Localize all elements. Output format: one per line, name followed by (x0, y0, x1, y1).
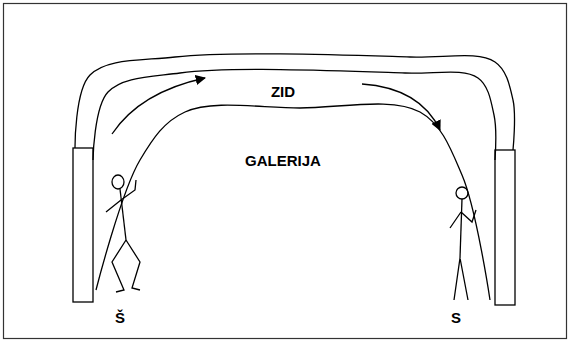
wall-label: ZID (271, 84, 295, 101)
sound-arrow (112, 78, 205, 134)
whisperer-figure (106, 175, 140, 292)
wall-curve (75, 54, 515, 150)
frame (4, 4, 567, 339)
wall-band: ZID (70, 50, 520, 310)
person-label: S (451, 310, 461, 327)
right-pillar (495, 150, 515, 305)
left-pillar (73, 148, 93, 302)
person-label: Š (115, 310, 125, 327)
wall-curve (93, 69, 496, 160)
listener-figure (450, 187, 476, 300)
sound-arrow (362, 84, 440, 130)
region-label: GALERIJA (245, 153, 321, 170)
wall-curve (96, 104, 490, 300)
